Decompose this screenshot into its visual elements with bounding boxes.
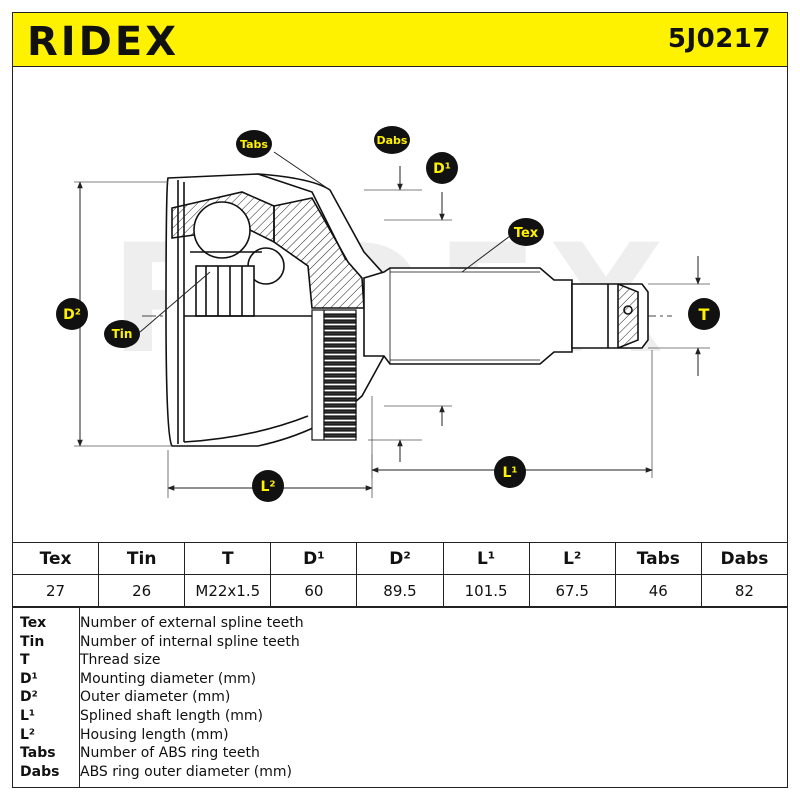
label-tabs: Tabs <box>236 130 272 158</box>
specs-table: Tex Tin T D¹ D² L¹ L² Tabs Dabs 27 26 M2… <box>11 542 789 607</box>
specs-header-row: Tex Tin T D¹ D² L¹ L² Tabs Dabs <box>11 542 789 575</box>
specs-value-cell: 101.5 <box>442 574 530 607</box>
specs-value-cell: 67.5 <box>528 574 616 607</box>
legend-desc: Number of ABS ring teeth <box>80 745 260 762</box>
legend-item: L² Housing length (mm) <box>20 726 304 745</box>
label-tin: Tin <box>104 320 140 348</box>
specs-header-cell: D¹ <box>270 542 358 575</box>
legend-key: L² <box>20 726 36 743</box>
abs-tooth <box>323 337 357 342</box>
abs-tooth <box>323 325 357 330</box>
legend-item: L¹ Splined shaft length (mm) <box>20 707 304 726</box>
label-d2: D² <box>56 298 88 330</box>
legend-desc: Splined shaft length (mm) <box>80 707 264 724</box>
svg-text:Dabs: Dabs <box>377 134 408 147</box>
abs-tooth <box>323 433 357 438</box>
abs-tooth <box>323 367 357 372</box>
legend-desc: ABS ring outer diameter (mm) <box>80 763 292 780</box>
specs-header-cell: Tabs <box>614 542 702 575</box>
specs-header-cell: Tin <box>98 542 186 575</box>
legend-key: D¹ <box>20 670 38 687</box>
legend-item: T Thread size <box>20 651 304 670</box>
specs-value-cell: 27 <box>11 574 100 607</box>
abs-tooth <box>323 397 357 402</box>
label-t: T <box>688 298 720 330</box>
specs-header-cell: L² <box>528 542 616 575</box>
abs-tooth <box>323 355 357 360</box>
abs-tooth <box>323 415 357 420</box>
abs-tooth <box>323 319 357 324</box>
part-number: 5J0217 <box>667 24 771 54</box>
abs-tooth <box>323 379 357 384</box>
svg-text:T: T <box>699 305 710 324</box>
legend-item: Dabs ABS ring outer diameter (mm) <box>20 763 304 782</box>
abs-tooth <box>323 361 357 366</box>
legend-item: Tin Number of internal spline teeth <box>20 633 304 652</box>
cv-joint-diagram: RIDEX <box>56 126 720 502</box>
label-d1: D¹ <box>426 152 458 184</box>
specs-header-cell: L¹ <box>442 542 530 575</box>
label-tex: Tex <box>508 218 544 246</box>
svg-text:D²: D² <box>63 307 81 323</box>
svg-text:L²: L² <box>260 479 275 495</box>
legend-desc: Number of internal spline teeth <box>80 633 300 650</box>
legend-key: Tabs <box>20 745 56 762</box>
svg-text:L¹: L¹ <box>502 465 517 481</box>
specs-value-cell: 26 <box>98 574 186 607</box>
abs-ring <box>311 309 357 441</box>
header-bar: RIDEX 5J0217 <box>12 12 788 67</box>
legend-key: Tin <box>20 633 45 650</box>
svg-text:Tin: Tin <box>112 327 133 341</box>
specs-header-cell: Dabs <box>700 542 789 575</box>
legend-item: D² Outer diameter (mm) <box>20 688 304 707</box>
label-dabs: Dabs <box>374 126 410 154</box>
legend-key: D² <box>20 689 38 706</box>
legend-desc: Mounting diameter (mm) <box>80 670 257 687</box>
legend-key: Tex <box>20 615 47 631</box>
legend-key: Dabs <box>20 763 60 780</box>
abs-tooth <box>323 331 357 336</box>
legend-item: Tex Number of external spline teeth <box>20 614 304 633</box>
specs-header-cell: T <box>184 542 272 575</box>
label-l2: L² <box>252 470 284 502</box>
specs-value-cell: M22x1.5 <box>184 574 272 607</box>
specs-header-cell: D² <box>356 542 444 575</box>
legend-item: D¹ Mounting diameter (mm) <box>20 670 304 689</box>
abs-tooth <box>323 349 357 354</box>
legend-desc: Number of external spline teeth <box>80 615 304 631</box>
abs-tooth <box>323 421 357 426</box>
abs-tooth <box>323 373 357 378</box>
abs-tooth <box>323 343 357 348</box>
legend-desc: Housing length (mm) <box>80 726 229 743</box>
ridex-logo: RIDEX <box>27 19 179 61</box>
abs-tooth <box>323 403 357 408</box>
legend-desc: Thread size <box>80 652 161 669</box>
svg-text:Tabs: Tabs <box>240 138 268 151</box>
abs-tooth <box>323 313 357 318</box>
abs-tooth <box>323 385 357 390</box>
brand-logo-text: RIDEX <box>27 19 179 61</box>
abs-tooth <box>323 409 357 414</box>
legend-key: L¹ <box>20 707 36 724</box>
splined-shaft <box>363 267 649 365</box>
specs-value-row: 27 26 M22x1.5 60 89.5 101.5 67.5 46 82 <box>11 574 789 607</box>
legend-key: T <box>20 652 30 669</box>
specs-value-cell: 60 <box>270 574 358 607</box>
legend-desc: Outer diameter (mm) <box>80 689 231 706</box>
specs-value-cell: 89.5 <box>356 574 444 607</box>
abs-tooth <box>323 427 357 432</box>
abs-tooth <box>323 391 357 396</box>
specs-value-cell: 82 <box>700 574 789 607</box>
legend-item: Tabs Number of ABS ring teeth <box>20 744 304 763</box>
specs-header-cell: Tex <box>11 542 100 575</box>
label-l1: L¹ <box>494 456 526 488</box>
legend-divider <box>79 608 80 788</box>
specs-value-cell: 46 <box>614 574 702 607</box>
svg-text:D¹: D¹ <box>433 161 451 177</box>
svg-text:Tex: Tex <box>514 226 539 241</box>
